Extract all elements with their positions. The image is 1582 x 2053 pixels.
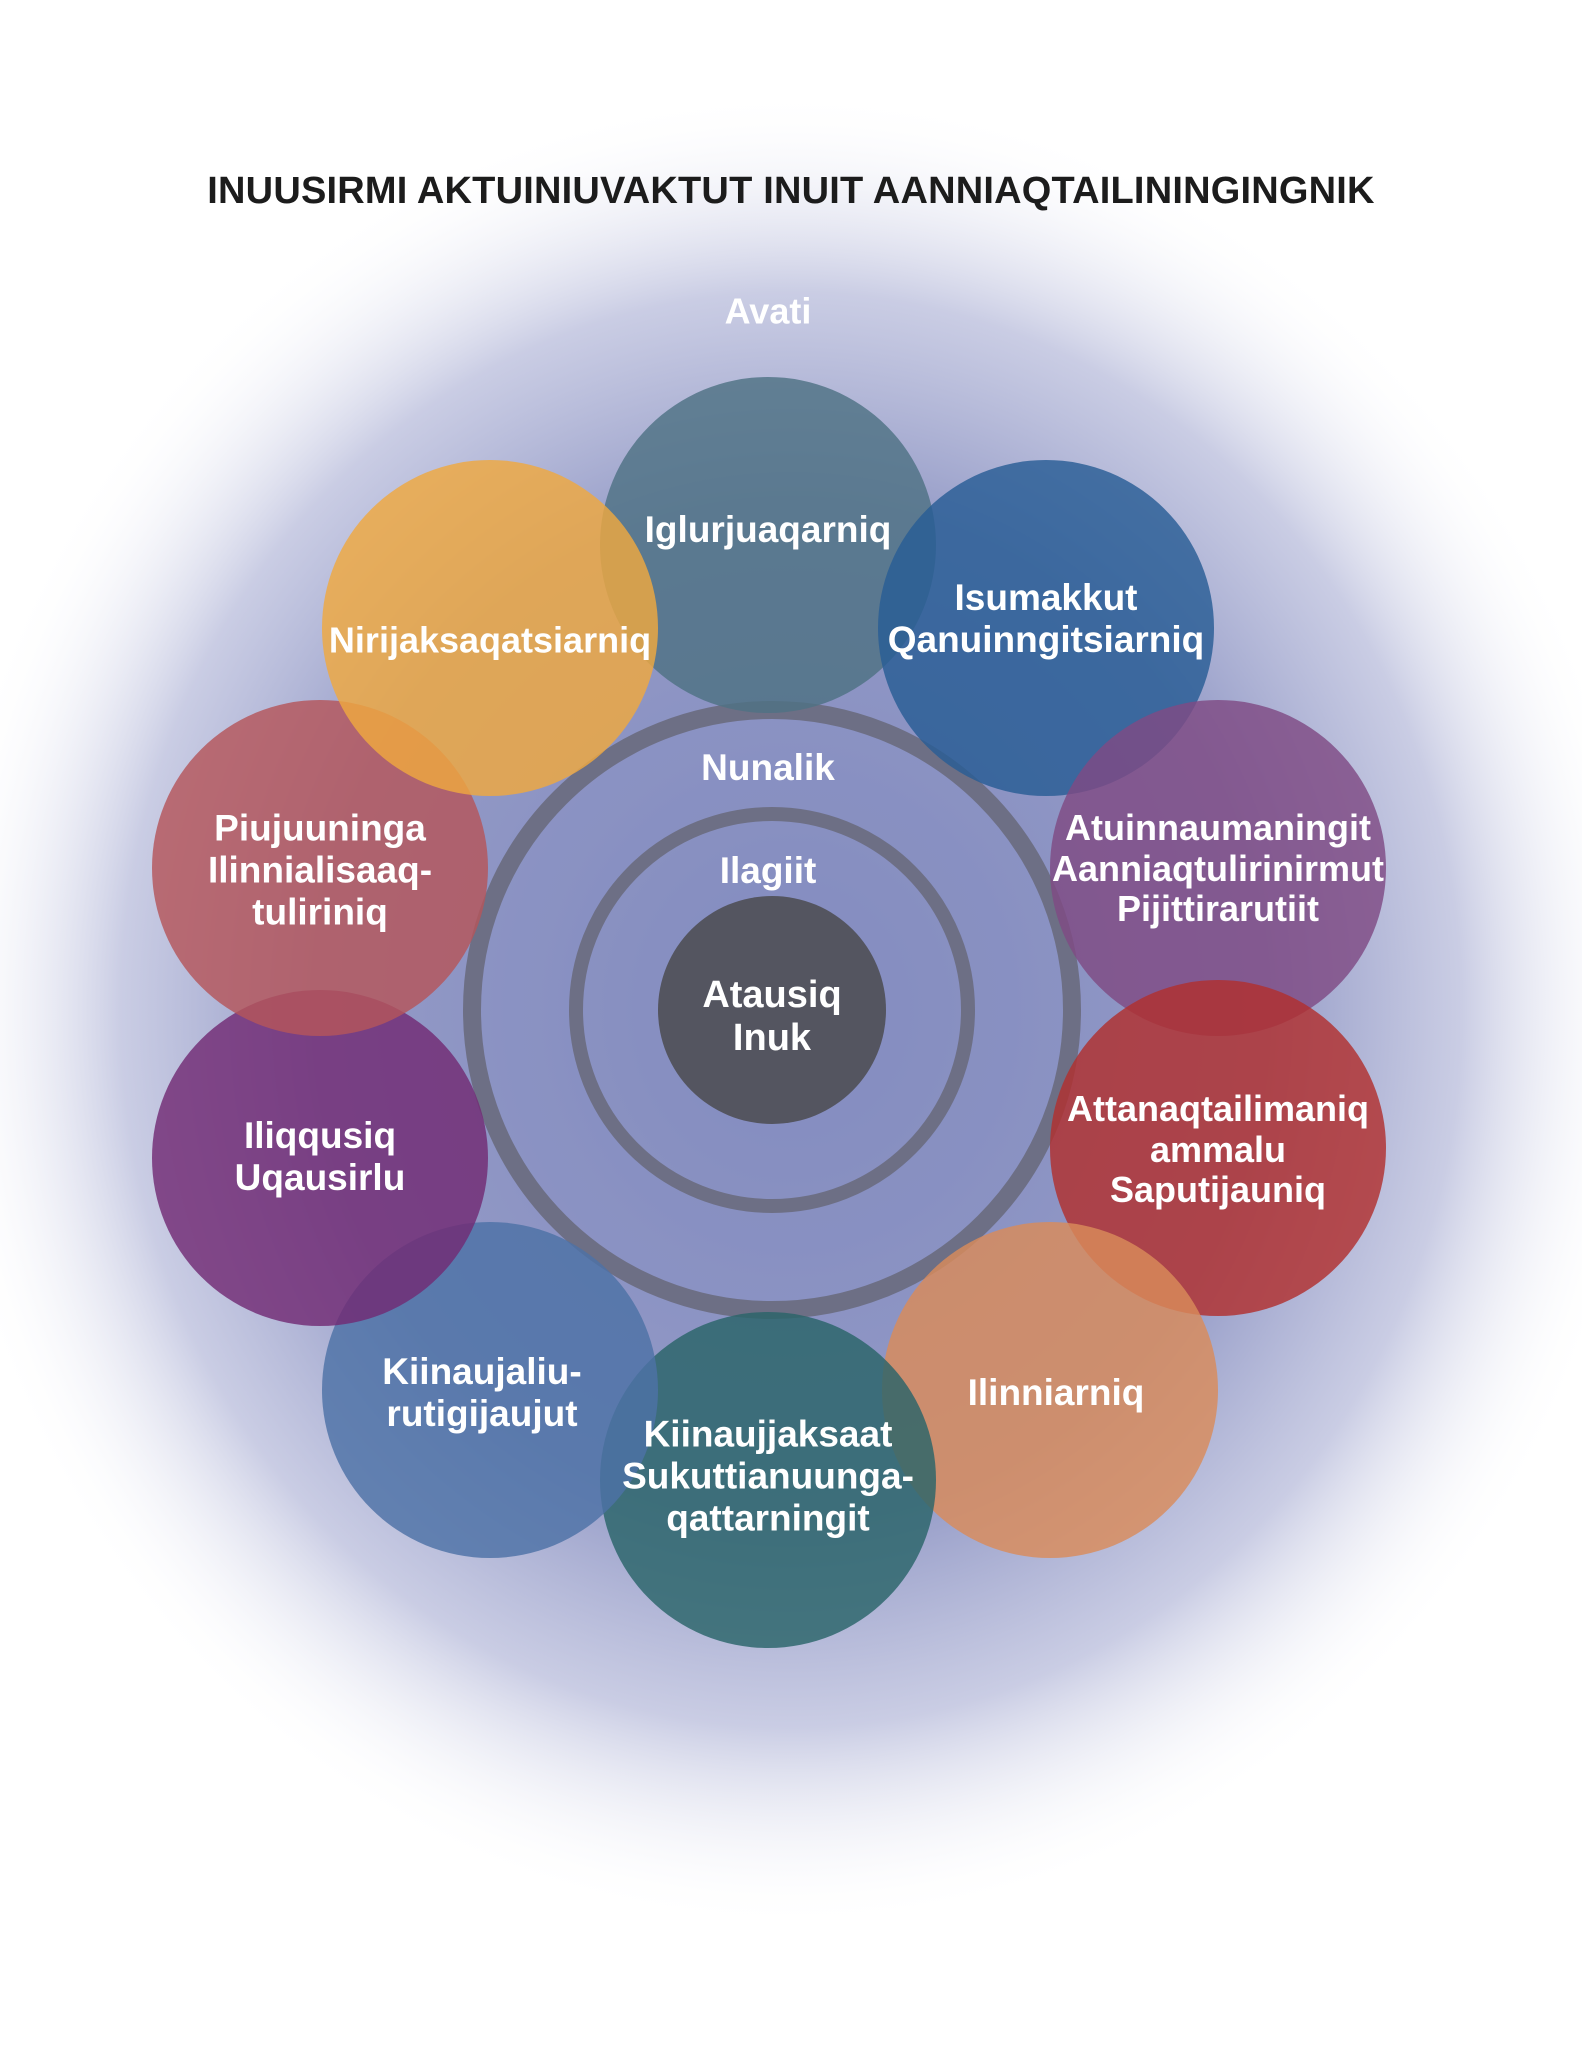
factor-label-income-distribution: Kiinaujjaksaat Sukuttianuunga- qattarnin…	[622, 1413, 914, 1538]
factor-circle-mental-wellness	[878, 460, 1214, 796]
factor-label-mental-wellness: Isumakkut Qanuinngitsiarniq	[887, 577, 1205, 660]
factor-circle-income-distribution	[600, 1312, 936, 1648]
factor-label-education: Ilinniarniq	[967, 1372, 1145, 1414]
individual-center	[658, 896, 886, 1124]
page-title: INUUSIRMI AKTUINIUVAKTUT INUIT AANNIAQTA…	[207, 170, 1375, 212]
factor-circle-housing	[600, 377, 936, 713]
factor-label-housing: Iglurjuaqarniq	[644, 509, 892, 551]
individual-label: Atausiq Inuk	[702, 974, 842, 1059]
factor-label-safety: Attanaqtailimaniq ammalu Saputijauniq	[1066, 1087, 1370, 1211]
factor-circle-education	[882, 1222, 1218, 1558]
community-label: Nunalik	[701, 747, 835, 789]
factor-circle-health-services	[1050, 700, 1386, 1036]
factor-label-health-services: Atuinnaumaningit Aanniaqtulirinirmut Pij…	[1052, 806, 1384, 930]
outer-label-avati: Avati	[724, 290, 812, 332]
factor-label-culture-language: Iliqqusiq Uqausirlu	[234, 1115, 406, 1198]
factor-circles	[152, 377, 1386, 1648]
factor-label-economic-development: Kiinaujaliu- rutigijaujut	[382, 1351, 582, 1434]
factor-label-early-childhood: Piujuuninga Ilinnialisaaq- tuliriniq	[207, 807, 433, 932]
factor-circle-early-childhood	[152, 700, 488, 1036]
factor-circle-food-security	[322, 460, 658, 796]
factor-circle-culture-language	[152, 990, 488, 1326]
factor-circle-safety	[1050, 980, 1386, 1316]
family-label: Ilagiit	[719, 850, 817, 892]
factor-label-food-security: Nirijaksaqatsiarniq	[328, 619, 652, 661]
factor-circle-economic-development	[322, 1222, 658, 1558]
